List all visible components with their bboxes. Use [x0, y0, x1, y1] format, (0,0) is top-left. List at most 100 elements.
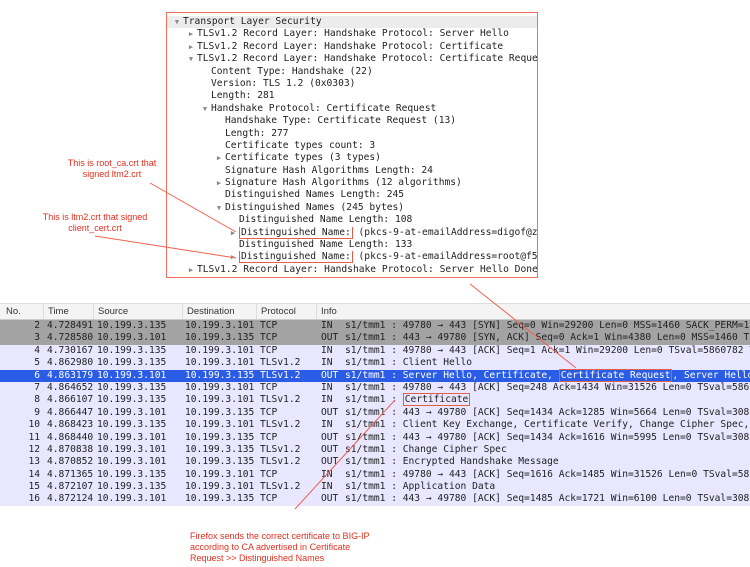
packet-direction: IN — [321, 381, 333, 393]
packet-no: 12 — [28, 443, 40, 455]
col-destination[interactable]: Destination — [182, 304, 235, 319]
tree-node[interactable]: ▼Distinguished Names (245 bytes) — [167, 202, 537, 214]
packet-protocol: TLSv1.2 — [260, 357, 301, 369]
tree-node[interactable]: ▶TLSv1.2 Record Layer: Handshake Protoco… — [167, 264, 537, 276]
collapsed-triangle-icon[interactable]: ▶ — [230, 228, 236, 237]
col-source[interactable]: Source — [93, 304, 128, 319]
packet-source: 10.199.3.135 — [97, 481, 167, 493]
collapsed-triangle-icon[interactable]: ▶ — [216, 179, 222, 188]
packet-time: 4.730167 — [47, 344, 94, 356]
packet-no: 6 — [34, 369, 40, 381]
expanded-triangle-icon[interactable]: ▼ — [174, 18, 180, 26]
packet-destination: 10.199.3.101 — [185, 419, 255, 431]
expanded-triangle-icon[interactable]: ▼ — [216, 203, 222, 212]
packet-info-text: s1/tmm1 : Client Hello — [345, 357, 473, 369]
packet-direction: OUT — [321, 406, 339, 418]
collapsed-triangle-icon[interactable]: ▶ — [216, 154, 222, 163]
collapsed-triangle-icon[interactable]: ▶ — [188, 42, 194, 51]
tree-node: Handshake Type: Certificate Request (13) — [167, 115, 537, 127]
packet-time: 4.864652 — [47, 381, 94, 393]
packet-info: s1/tmm1 : 443 → 49780 [SYN, ACK] Seq=0 A… — [345, 332, 750, 344]
tree-node[interactable]: ▼Handshake Protocol: Certificate Request — [167, 103, 537, 115]
packet-info-text: s1/tmm1 : Change Cipher Spec — [345, 443, 507, 455]
col-protocol[interactable]: Protocol — [256, 304, 296, 319]
packet-source: 10.199.3.135 — [97, 381, 167, 393]
tree-node-label: TLSv1.2 Record Layer: Handshake Protocol… — [197, 28, 509, 40]
packet-direction: IN — [321, 419, 333, 431]
packet-protocol: TLSv1.2 — [260, 369, 301, 381]
packet-info: s1/tmm1 : Certificate — [345, 393, 471, 407]
tree-node: Length: 277 — [167, 128, 537, 140]
tree-node-label: Signature Hash Algorithms (12 algorithms… — [225, 177, 462, 189]
tree-node[interactable]: ▼Transport Layer Security — [167, 16, 537, 29]
packet-time: 4.870852 — [47, 456, 94, 468]
packet-time: 4.872124 — [47, 493, 94, 505]
packet-time: 4.868440 — [47, 431, 94, 443]
tree-node-label: Distinguished Names (245 bytes) — [225, 201, 405, 213]
expanded-triangle-icon[interactable]: ▼ — [202, 104, 208, 113]
packet-info-highlight: Certificate — [402, 393, 471, 407]
packet-direction: IN — [321, 320, 333, 331]
packet-no: 4 — [34, 344, 40, 356]
packet-info-text: s1/tmm1 : 49780 → 443 [ACK] Seq=1 Ack=1 … — [345, 344, 750, 356]
tree-node[interactable]: ▶Distinguished Name: (pkcs-9-at-emailAdd… — [167, 251, 537, 264]
tree-node[interactable]: ▶Distinguished Name: (pkcs-9-at-emailAdd… — [167, 226, 537, 239]
packet-source: 10.199.3.101 — [97, 443, 167, 455]
packet-direction: IN — [321, 394, 333, 406]
tree-node[interactable]: ▶Certificate types (3 types) — [167, 152, 537, 164]
packet-info-text: s1/tmm1 : — [345, 394, 403, 406]
packet-source: 10.199.3.101 — [97, 369, 167, 381]
packet-no: 7 — [34, 381, 40, 393]
packet-info-text: s1/tmm1 : 443 → 49780 [ACK] Seq=1485 Ack… — [345, 493, 750, 505]
collapsed-triangle-icon[interactable]: ▶ — [188, 265, 194, 274]
tree-node-label: Distinguished Names Length: 245 — [225, 189, 405, 201]
tree-node[interactable]: ▶TLSv1.2 Record Layer: Handshake Protoco… — [167, 41, 537, 53]
col-no[interactable]: No. — [6, 306, 21, 317]
packet-info: s1/tmm1 : Server Hello, Certificate, Cer… — [345, 368, 750, 382]
tree-node[interactable]: ▼TLSv1.2 Record Layer: Handshake Protoco… — [167, 53, 537, 65]
packet-no: 9 — [34, 406, 40, 418]
col-time[interactable]: Time — [43, 304, 69, 319]
packet-time: 4.862980 — [47, 357, 94, 369]
packet-info: s1/tmm1 : Application Data — [345, 481, 495, 493]
packet-source: 10.199.3.135 — [97, 320, 167, 331]
collapsed-triangle-icon[interactable]: ▶ — [230, 253, 236, 262]
packet-no: 5 — [34, 357, 40, 369]
packet-direction: OUT — [321, 443, 339, 455]
tree-node-label: TLSv1.2 Record Layer: Handshake Protocol… — [197, 53, 537, 65]
packet-info: s1/tmm1 : 49780 → 443 [SYN] Seq=0 Win=29… — [345, 320, 750, 332]
expanded-triangle-icon[interactable]: ▼ — [188, 55, 194, 64]
tree-node-label: Certificate types (3 types) — [225, 152, 381, 164]
packet-info: s1/tmm1 : 443 → 49780 [ACK] Seq=1485 Ack… — [345, 493, 750, 505]
col-info[interactable]: Info — [316, 304, 337, 319]
tree-node[interactable]: ▶TLSv1.2 Record Layer: Handshake Protoco… — [167, 28, 537, 40]
packet-no: 14 — [28, 468, 40, 480]
packet-info-after: , Server Hello Done — [672, 369, 750, 381]
packet-source: 10.199.3.135 — [97, 468, 167, 480]
packet-info: s1/tmm1 : 443 → 49780 [ACK] Seq=1434 Ack… — [345, 407, 750, 419]
tree-node[interactable]: ▶Signature Hash Algorithms (12 algorithm… — [167, 177, 537, 189]
packet-no: 11 — [28, 431, 40, 443]
packet-direction: OUT — [321, 332, 339, 344]
packet-source: 10.199.3.101 — [97, 332, 167, 344]
annotation-root-ca: This is root_ca.crt that signed ltm2.crt — [67, 158, 157, 179]
packet-info-text: s1/tmm1 : Encrypted Handshake Message — [345, 456, 559, 468]
packet-time: 4.870838 — [47, 443, 94, 455]
collapsed-triangle-icon[interactable]: ▶ — [188, 30, 194, 39]
packet-destination: 10.199.3.135 — [185, 456, 255, 468]
